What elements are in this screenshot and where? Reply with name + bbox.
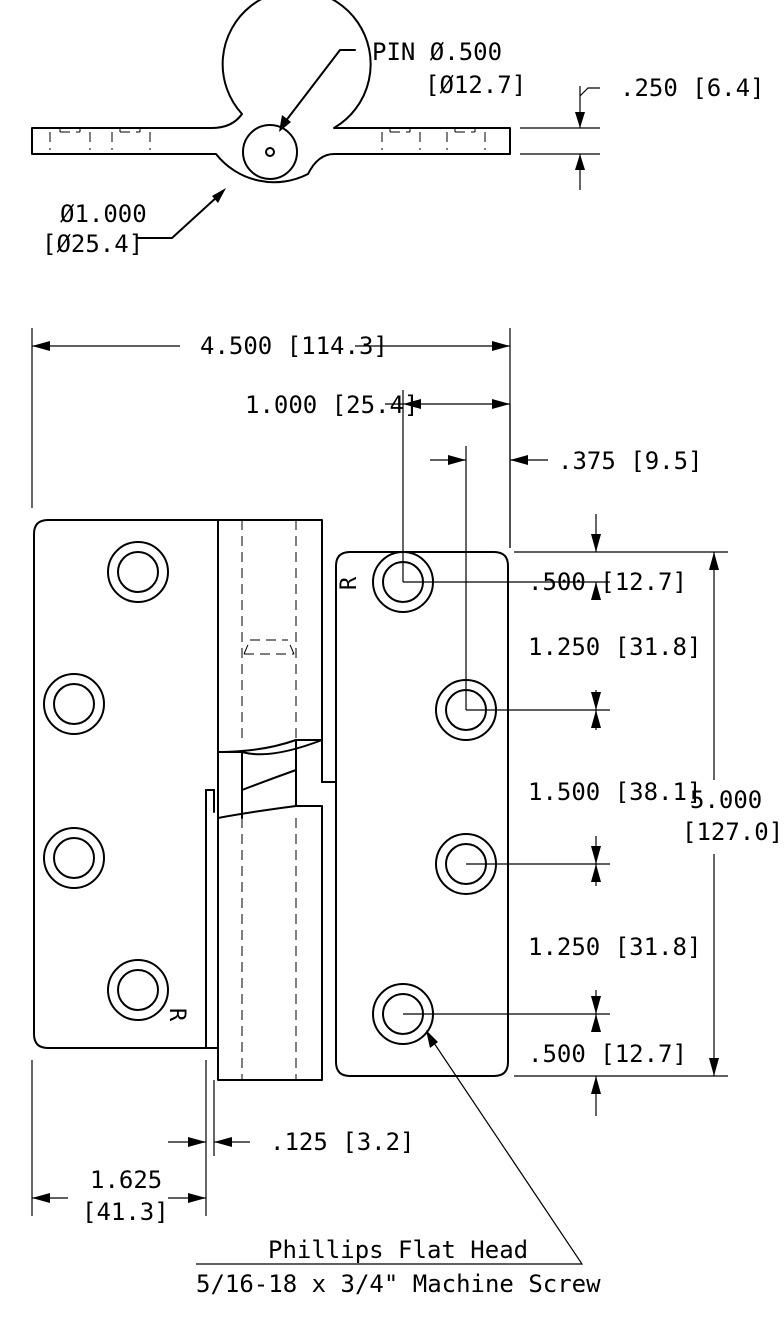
left-hole-1-inner — [117, 551, 159, 593]
left-leaf — [33, 519, 219, 1049]
knuckle-dia-leader — [137, 195, 219, 239]
top-view-outline — [31, 0, 511, 184]
knuckle-dia-label-mm: [Ø25.4] — [42, 230, 143, 258]
screw-leader — [196, 1039, 584, 1265]
left-hole-3-outer — [43, 827, 105, 889]
upper-knuckle — [217, 519, 337, 783]
pin-label: PIN Ø.500 — [372, 38, 502, 66]
leaf-width-label: 1.625 — [90, 1166, 162, 1194]
left-hole-4-inner — [117, 969, 159, 1011]
gap-label: .125 [3.2] — [270, 1128, 415, 1156]
spacing-3-label: 1.250 [31.8] — [528, 933, 701, 961]
left-hand-mark: R — [164, 1008, 189, 1022]
pin-center-hole — [265, 147, 275, 157]
edge-top-label: .500 [12.7] — [528, 568, 687, 596]
left-hole-1-outer — [107, 541, 169, 603]
hole-offset-narrow-label: .375 [9.5] — [558, 447, 703, 475]
overall-width-label: 4.500 [114.3] — [200, 332, 388, 360]
edge-bottom-label: .500 [12.7] — [528, 1040, 687, 1068]
right-leaf-holes — [372, 551, 497, 1045]
right-leaf — [335, 551, 509, 1077]
hole-offset-wide-label: 1.000 [25.4] — [245, 391, 418, 419]
spacing-2-label: 1.500 [38.1] — [528, 778, 701, 806]
overall-height-label-mm: [127.0] — [682, 818, 783, 846]
left-hole-2-outer — [43, 673, 105, 735]
top-view: PIN Ø.500 [Ø12.7] Ø1.000 [Ø25.4] .250 [6… — [31, 0, 765, 258]
front-view: 4.500 [114.3] 1.000 [25.4] .375 [9.5] — [31, 328, 783, 1298]
left-hole-3-inner — [53, 837, 95, 879]
overall-height-label: 5.000 — [690, 786, 762, 814]
top-view-hidden-countersinks — [49, 128, 486, 150]
right-hand-mark: R — [337, 576, 362, 590]
pin-leader — [284, 49, 356, 123]
note-line-2: 5/16-18 x 3/4" Machine Screw — [196, 1270, 601, 1298]
pin-label-mm: [Ø12.7] — [425, 71, 526, 99]
thickness-label: .250 [6.4] — [620, 74, 765, 102]
left-hole-2-inner — [53, 683, 95, 725]
pin-circle — [242, 124, 298, 180]
spacing-1-label: 1.250 [31.8] — [528, 633, 701, 661]
note-line-1: Phillips Flat Head — [268, 1236, 528, 1264]
knuckle-dia-label: Ø1.000 — [60, 200, 147, 228]
left-hole-4-outer — [107, 959, 169, 1021]
leaf-width-label-mm: [41.3] — [82, 1198, 169, 1226]
lower-knuckle — [217, 805, 323, 1081]
left-leaf-holes — [43, 541, 169, 1021]
